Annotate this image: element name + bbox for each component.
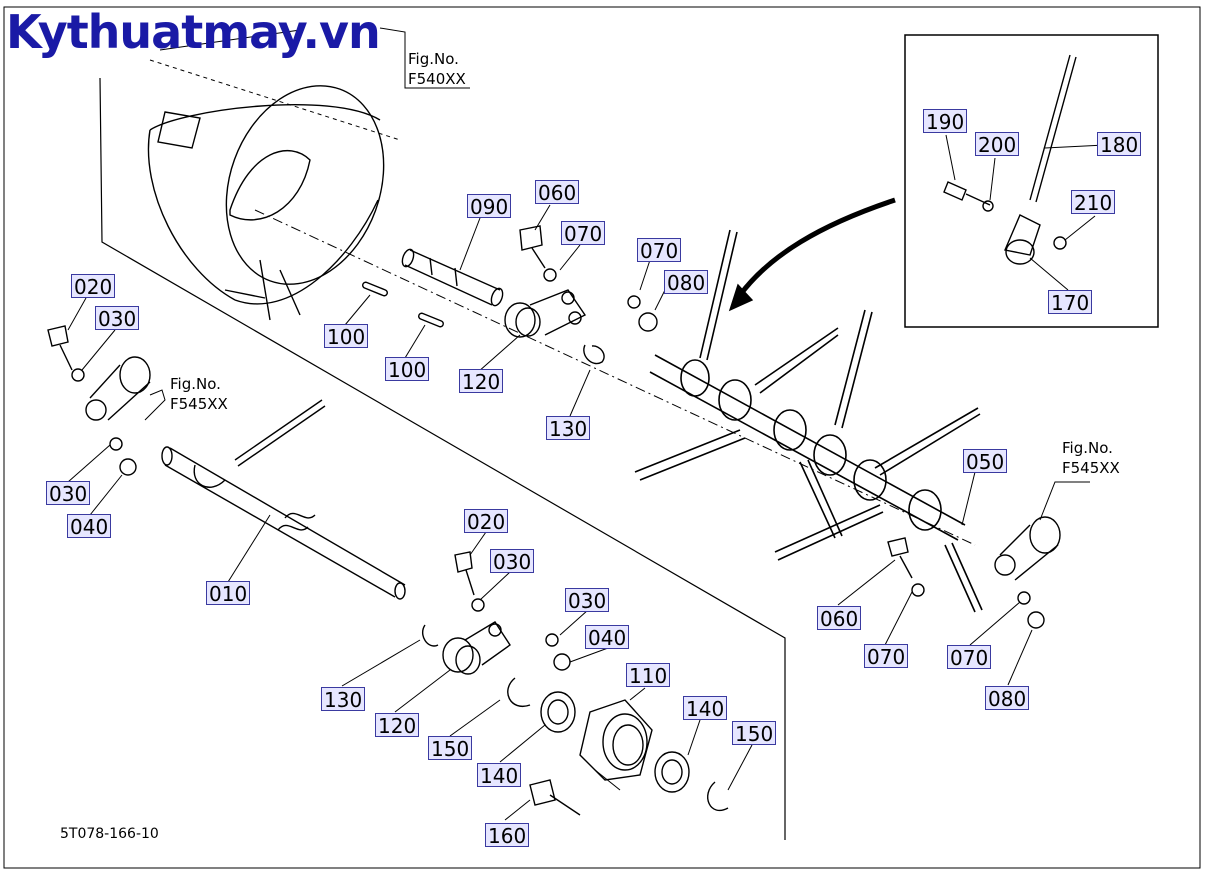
callout-070[interactable]: 070: [864, 644, 909, 669]
callout-170[interactable]: 170: [1048, 290, 1093, 315]
callout-160[interactable]: 160: [485, 823, 530, 848]
callout-070[interactable]: 070: [637, 238, 682, 263]
callout-060[interactable]: 060: [817, 606, 862, 631]
tine-assembly: [634, 229, 983, 613]
left-arm: [47, 325, 151, 476]
shaft-010: [161, 399, 406, 600]
callout-100[interactable]: 100: [324, 324, 369, 349]
callout-140[interactable]: 140: [477, 763, 522, 788]
callout-120[interactable]: 120: [375, 713, 420, 738]
callout-070[interactable]: 070: [561, 221, 606, 246]
callout-120[interactable]: 120: [459, 369, 504, 394]
fig-ref-number: F545XX: [170, 395, 228, 413]
drawing-number: 5T078-166-10: [60, 826, 159, 842]
callout-110[interactable]: 110: [626, 663, 671, 688]
callout-140[interactable]: 140: [683, 696, 728, 721]
callout-040[interactable]: 040: [67, 514, 112, 539]
callout-030[interactable]: 030: [565, 588, 610, 613]
callout-210[interactable]: 210: [1071, 190, 1116, 215]
callout-150[interactable]: 150: [732, 721, 777, 746]
shaft-090: [401, 248, 504, 307]
leader-lines: [67, 27, 1106, 821]
assembly-plane-outline: [99, 77, 786, 840]
fig-ref-label: Fig.No.: [1062, 439, 1113, 457]
callout-070[interactable]: 070: [947, 645, 992, 670]
fig-ref-label: Fig.No.: [170, 375, 221, 393]
callout-080[interactable]: 080: [985, 686, 1030, 711]
callout-010[interactable]: 010: [206, 581, 251, 606]
callout-150[interactable]: 150: [428, 736, 473, 761]
callout-130[interactable]: 130: [321, 687, 366, 712]
callout-080[interactable]: 080: [664, 270, 709, 295]
fig-ref-f545xx-left: Fig.No. F545XX: [170, 374, 228, 414]
inset-frame: [904, 34, 1159, 328]
callout-040[interactable]: 040: [585, 625, 630, 650]
callout-050[interactable]: 050: [963, 449, 1008, 474]
callout-020[interactable]: 020: [71, 274, 116, 299]
callout-180[interactable]: 180: [1097, 132, 1142, 157]
callout-100[interactable]: 100: [385, 357, 430, 382]
right-arm: [887, 516, 1061, 629]
callout-030[interactable]: 030: [490, 549, 535, 574]
site-watermark: Kythuatmay.vn: [6, 5, 381, 59]
callout-190[interactable]: 190: [923, 109, 968, 134]
callout-020[interactable]: 020: [464, 509, 509, 534]
callout-060[interactable]: 060: [535, 180, 580, 205]
arm-120-upper: [504, 289, 587, 338]
fig-ref-f545xx-right: Fig.No. F545XX: [1062, 438, 1120, 478]
outer-frame: [3, 6, 1201, 869]
fig-ref-f540xx: Fig.No. F540XX: [408, 49, 466, 89]
callout-030[interactable]: 030: [46, 481, 91, 506]
fig-ref-number: F545XX: [1062, 459, 1120, 477]
callout-090[interactable]: 090: [467, 194, 512, 219]
callout-200[interactable]: 200: [975, 132, 1020, 157]
fig-ref-number: F540XX: [408, 70, 466, 88]
rotor-housing: [147, 85, 385, 321]
callout-130[interactable]: 130: [546, 416, 591, 441]
fig-ref-label: Fig.No.: [408, 50, 459, 68]
callout-030[interactable]: 030: [95, 306, 140, 331]
